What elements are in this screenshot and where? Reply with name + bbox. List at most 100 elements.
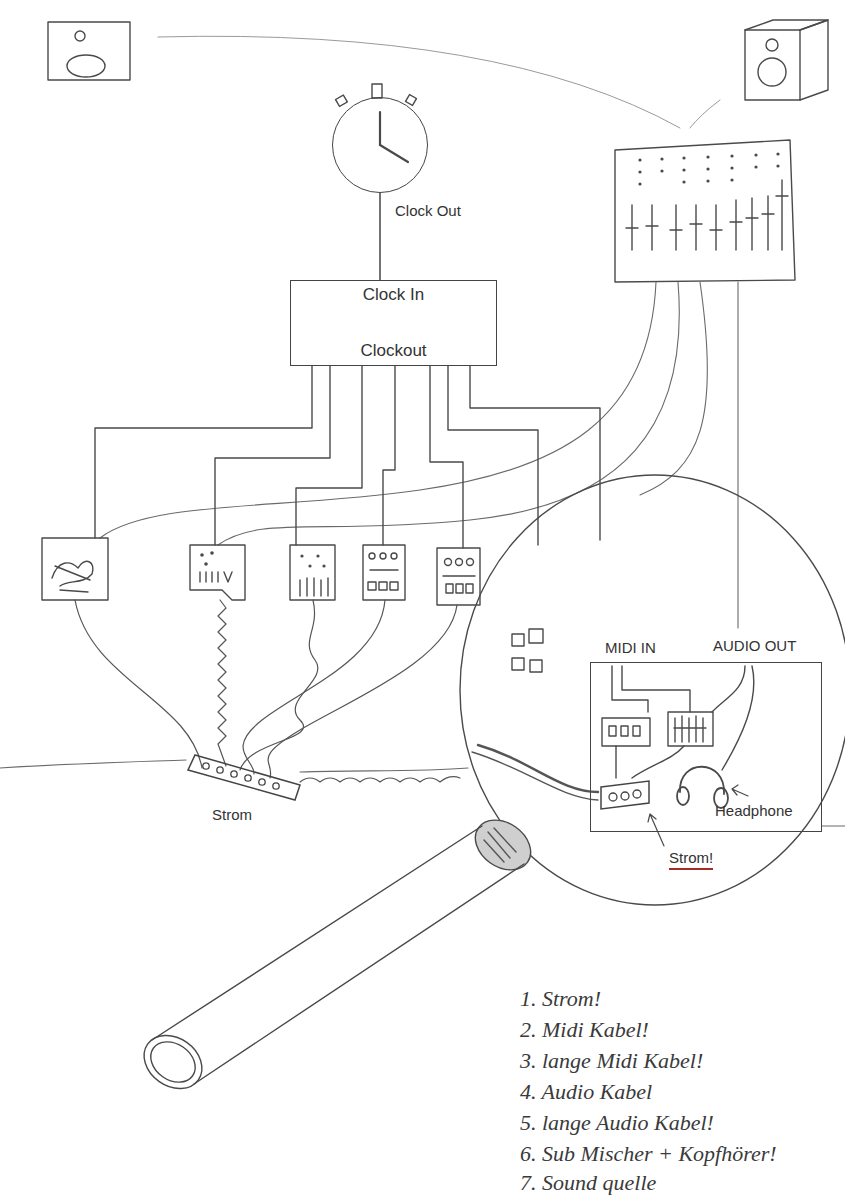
clock-hands	[380, 112, 408, 162]
inset-devices-part	[612, 666, 648, 712]
magnifier-part	[134, 1025, 212, 1100]
device-4-part	[363, 545, 405, 600]
mixer-cables	[100, 282, 738, 628]
checklist-item: 1. Strom!	[520, 986, 601, 1012]
node-text: Clock Out	[395, 202, 461, 220]
checklist-item: 7. Sound quelle	[520, 1170, 656, 1196]
table-edge-part	[0, 760, 186, 768]
mixer-knobs-part	[776, 164, 779, 167]
mixer-knobs-part	[730, 154, 733, 157]
clock-cables-part	[383, 366, 395, 545]
device-2-part	[200, 572, 232, 582]
socket	[231, 771, 237, 777]
mixer-knobs-part	[682, 180, 685, 183]
mixer-knobs-part	[660, 157, 663, 160]
magnifier-part	[460, 475, 845, 905]
mixer-part	[615, 140, 795, 282]
strip-outline	[599, 779, 651, 809]
speaker-left-part	[67, 55, 105, 77]
inset-devices-part	[674, 716, 706, 742]
clock-cable	[379, 193, 381, 280]
power-cables-part	[243, 600, 385, 774]
inset-devices-part	[712, 666, 745, 712]
inset-devices-part	[615, 746, 616, 778]
node-text: Strom	[212, 806, 252, 824]
mixer-faders-part	[690, 205, 702, 250]
node-text: AUDIO OUT	[713, 637, 796, 655]
inset-devices-part	[722, 666, 754, 770]
power-cables-part	[478, 745, 598, 792]
device-1	[42, 538, 108, 600]
device-4-part	[380, 553, 386, 559]
device-5-part	[443, 575, 475, 576]
strip-outline	[188, 752, 304, 802]
mixer-knobs-part	[706, 179, 709, 182]
clock-cables-part	[430, 366, 463, 548]
device-4-part	[379, 582, 387, 590]
socket	[633, 790, 641, 798]
magnifier-part	[152, 826, 482, 1040]
clock-hands-part	[380, 145, 408, 162]
mixer-knobs-part	[754, 165, 757, 168]
speaker-right-part	[758, 58, 786, 86]
device-3-part-part	[308, 564, 311, 567]
device-3-part	[300, 554, 325, 567]
mixer-knobs-part	[754, 153, 757, 156]
socket	[245, 775, 251, 781]
inset-devices-part	[609, 726, 616, 736]
table-edge-part	[822, 825, 845, 826]
inset-devices	[602, 666, 754, 778]
device-5-part	[456, 559, 463, 566]
mixer-knobs	[638, 152, 779, 185]
mixer-knobs-part	[730, 178, 733, 181]
socket	[203, 763, 209, 769]
doodle-part	[529, 629, 543, 643]
mixer-knobs-part	[638, 158, 641, 161]
doodle	[512, 629, 543, 672]
mixer-knobs-part	[638, 170, 641, 173]
mixer-faders-part	[746, 198, 758, 250]
magnifier-part	[194, 864, 524, 1084]
speaker-wire	[158, 36, 720, 128]
checklist-item: 4. Audio Kabel	[520, 1079, 652, 1105]
power-cables-part	[268, 605, 457, 778]
socket	[259, 779, 265, 785]
device-5-part	[456, 584, 463, 593]
mixer-knobs-part	[660, 169, 663, 172]
speaker-right-part	[745, 30, 800, 100]
doodle-part	[530, 660, 542, 672]
headphones-part	[677, 787, 689, 805]
magnifier-part	[484, 828, 516, 862]
inset-devices-part	[621, 726, 628, 736]
mixer-knobs-part	[638, 182, 641, 185]
device-5	[437, 548, 480, 605]
device-5-part	[466, 584, 473, 593]
inset-power-strip: Strom!	[599, 779, 651, 809]
node-text: MIDI IN	[605, 639, 656, 657]
device-3-part	[290, 545, 335, 600]
mixer-knobs-part	[706, 155, 709, 158]
device-1-part	[52, 561, 93, 592]
clock-hands-part	[379, 112, 381, 145]
inset-devices-part	[602, 718, 650, 746]
clock-cables-part	[215, 366, 330, 545]
clock-knobs-part	[372, 84, 382, 98]
clock-cables-part	[470, 366, 600, 540]
strip-body	[188, 755, 300, 800]
table-edge	[0, 760, 845, 826]
mixer	[615, 140, 795, 282]
clock-circle: Clock Out	[332, 97, 428, 193]
device-3-part-part	[300, 554, 303, 557]
device-2-part-part	[210, 551, 214, 555]
power-cables-part	[472, 752, 598, 800]
device-2-part-part	[200, 553, 204, 557]
speaker-left	[48, 22, 130, 80]
power-strip: Strom	[188, 752, 304, 802]
mixer-knobs-part	[730, 166, 733, 169]
mixer-faders-part	[762, 196, 774, 250]
checklist-item: 2. Midi Kabel!	[520, 1017, 649, 1043]
device-5-part	[467, 559, 474, 566]
mixer-knobs-part	[706, 167, 709, 170]
power-cables-part	[300, 777, 460, 782]
